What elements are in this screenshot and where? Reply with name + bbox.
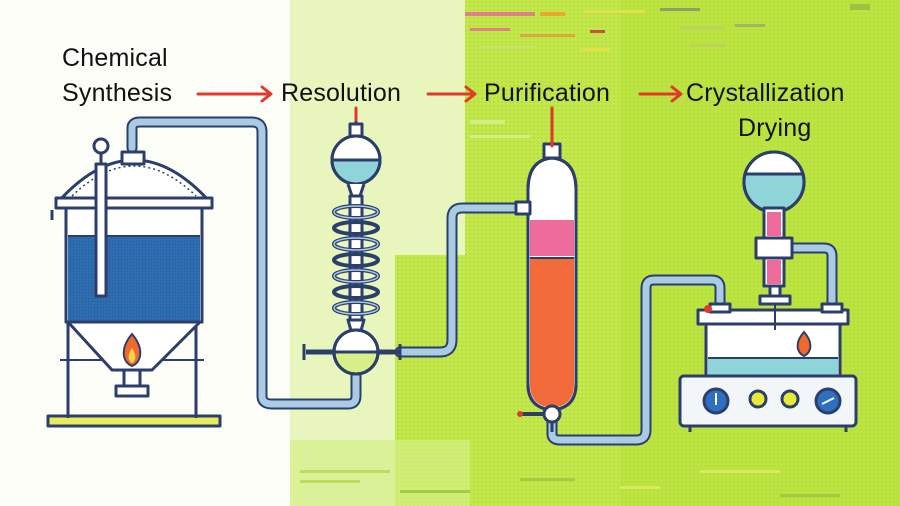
stage-label-purification: Purification xyxy=(484,79,611,107)
stage-label-chemical: Chemical xyxy=(62,44,168,72)
knob-1-icon xyxy=(748,389,768,409)
flow-arrows xyxy=(196,85,683,148)
arrow-synthesis-to-resolution xyxy=(196,85,273,103)
purification-column xyxy=(514,142,578,432)
knob-2-icon xyxy=(780,389,800,409)
reactor-vessel xyxy=(46,137,222,428)
crystallizer-bath xyxy=(678,302,858,432)
coil-turns xyxy=(332,204,380,316)
arrow-resolution-to-purification xyxy=(426,85,477,103)
stage-label-crystallization: Crystallization xyxy=(686,79,845,107)
burner-flame-icon xyxy=(122,332,142,368)
stage-label-synthesis: Synthesis xyxy=(62,79,173,107)
control-panel xyxy=(702,387,842,415)
heater-flame-icon xyxy=(796,330,812,358)
dryer-flask xyxy=(742,150,806,306)
stage-label-resolution: Resolution xyxy=(281,79,402,107)
pipe-network xyxy=(126,116,838,446)
valve-markers xyxy=(517,305,712,417)
glitch-strips xyxy=(300,4,870,497)
arrow-purification-to-crystallization xyxy=(638,85,683,103)
condenser-coil xyxy=(302,118,402,376)
stage-label-drying: Drying xyxy=(738,114,812,142)
